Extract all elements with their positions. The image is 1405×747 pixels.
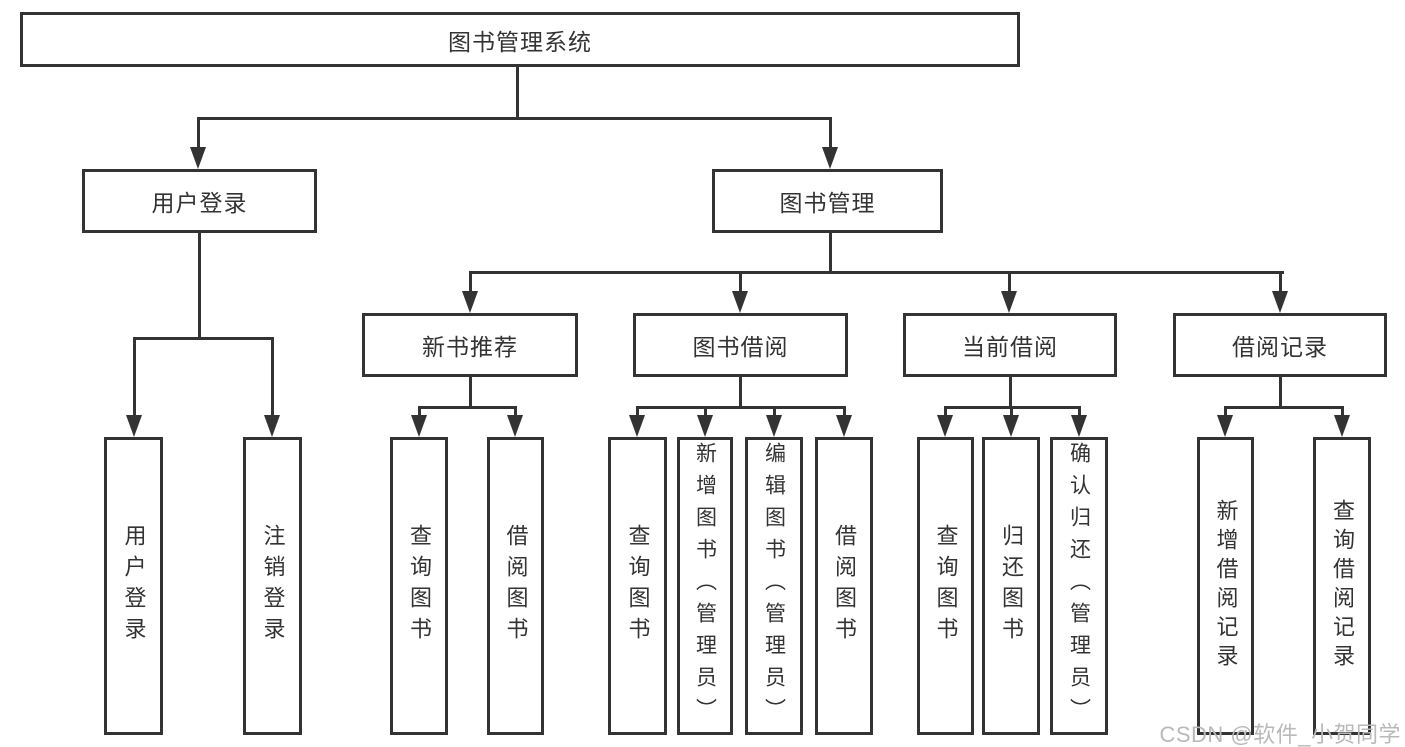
connector-drop — [738, 272, 742, 293]
connector-stem — [515, 67, 519, 119]
leaf-query-borrow-record: 查询借阅记录 — [1313, 437, 1371, 735]
arrow-down-icon — [1217, 415, 1233, 437]
connector-branch — [468, 270, 1284, 274]
connector-drop — [635, 407, 639, 417]
connector-stem — [738, 377, 742, 408]
arrow-down-icon — [507, 415, 523, 437]
arrow-down-icon — [126, 415, 142, 437]
node-new-book-recommend: 新书推荐 — [362, 313, 578, 377]
csdn-watermark: CSDN @软件_小贺同学 — [1159, 722, 1401, 747]
connector-stem — [1008, 377, 1012, 408]
arrow-down-icon — [462, 291, 478, 313]
leaf-label: 用户登录 — [121, 524, 147, 648]
connector-drop — [196, 118, 200, 149]
leaf-add-book-admin: 新增图书（管理员） — [677, 437, 733, 735]
leaf-add-borrow-record: 新增借阅记录 — [1197, 437, 1254, 735]
connector-drop — [828, 118, 832, 149]
leaf-label: 确认归还（管理员） — [1067, 442, 1091, 730]
node-library-management-system: 图书管理系统 — [20, 12, 1020, 67]
leaf-user-login: 用户登录 — [104, 437, 163, 735]
leaf-borrow-books: 借阅图书 — [815, 437, 873, 735]
leaf-query-books: 查询图书 — [917, 437, 974, 735]
connector-stem — [468, 377, 472, 408]
arrow-down-icon — [411, 415, 427, 437]
leaf-label: 编辑图书（管理员） — [762, 442, 786, 730]
node-current-borrowing: 当前借阅 — [903, 313, 1117, 377]
connector-stem — [197, 233, 201, 339]
node-user-login: 用户登录 — [82, 169, 317, 233]
arrow-down-icon — [1334, 415, 1350, 437]
arrow-down-icon — [1071, 415, 1087, 437]
connector-stem — [1278, 377, 1282, 408]
leaf-label: 借阅图书 — [503, 524, 529, 648]
arrow-down-icon — [822, 147, 838, 169]
connector-branch — [417, 405, 517, 409]
connector-drop — [772, 407, 776, 417]
arrow-down-icon — [732, 291, 748, 313]
arrow-down-icon — [629, 415, 645, 437]
connector-drop — [1007, 272, 1011, 293]
connector-branch — [132, 336, 274, 340]
leaf-label: 新增图书（管理员） — [693, 442, 717, 730]
connector-drop — [1077, 407, 1081, 417]
arrow-down-icon — [264, 415, 280, 437]
connector-branch — [635, 405, 846, 409]
leaf-label: 查询图书 — [933, 524, 959, 648]
leaf-label: 查询借阅记录 — [1330, 499, 1355, 673]
arrow-down-icon — [1003, 415, 1019, 437]
arrow-down-icon — [1272, 291, 1288, 313]
node-book-management: 图书管理 — [712, 169, 943, 233]
connector-drop — [842, 407, 846, 417]
arrow-down-icon — [697, 415, 713, 437]
leaf-query-books: 查询图书 — [608, 437, 667, 735]
connector-drop — [270, 338, 274, 417]
connector-drop — [417, 407, 421, 417]
connector-drop — [513, 407, 517, 417]
node-book-borrowing: 图书借阅 — [633, 313, 848, 377]
leaf-label: 新增借阅记录 — [1213, 499, 1239, 673]
connector-drop — [1009, 407, 1013, 417]
connector-stem — [828, 232, 832, 273]
connector-drop — [943, 407, 947, 417]
leaf-edit-book-admin: 编辑图书（管理员） — [745, 437, 803, 735]
arrow-down-icon — [190, 147, 206, 169]
arrow-down-icon — [1001, 291, 1017, 313]
leaf-logout: 注销登录 — [243, 437, 302, 735]
connector-drop — [1278, 272, 1282, 293]
leaf-label: 查询图书 — [407, 524, 432, 648]
leaf-return-book: 归还图书 — [982, 437, 1040, 735]
connector-drop — [1340, 407, 1344, 417]
connector-drop — [703, 407, 707, 417]
leaf-label: 查询图书 — [625, 524, 651, 648]
arrow-down-icon — [836, 415, 852, 437]
leaf-label: 注销登录 — [260, 524, 286, 648]
leaf-label: 归还图书 — [999, 524, 1024, 648]
leaf-query-books: 查询图书 — [390, 437, 448, 735]
connector-branch — [196, 116, 832, 120]
leaf-borrow-books: 借阅图书 — [487, 437, 544, 735]
arrow-down-icon — [766, 415, 782, 437]
connector-branch — [1223, 405, 1344, 409]
node-borrowing-records: 借阅记录 — [1173, 313, 1387, 377]
connector-drop — [468, 272, 472, 293]
arrow-down-icon — [937, 415, 953, 437]
leaf-confirm-return-admin: 确认归还（管理员） — [1050, 437, 1108, 735]
leaf-label: 借阅图书 — [832, 524, 857, 648]
connector-drop — [1223, 407, 1227, 417]
connector-drop — [132, 338, 136, 417]
